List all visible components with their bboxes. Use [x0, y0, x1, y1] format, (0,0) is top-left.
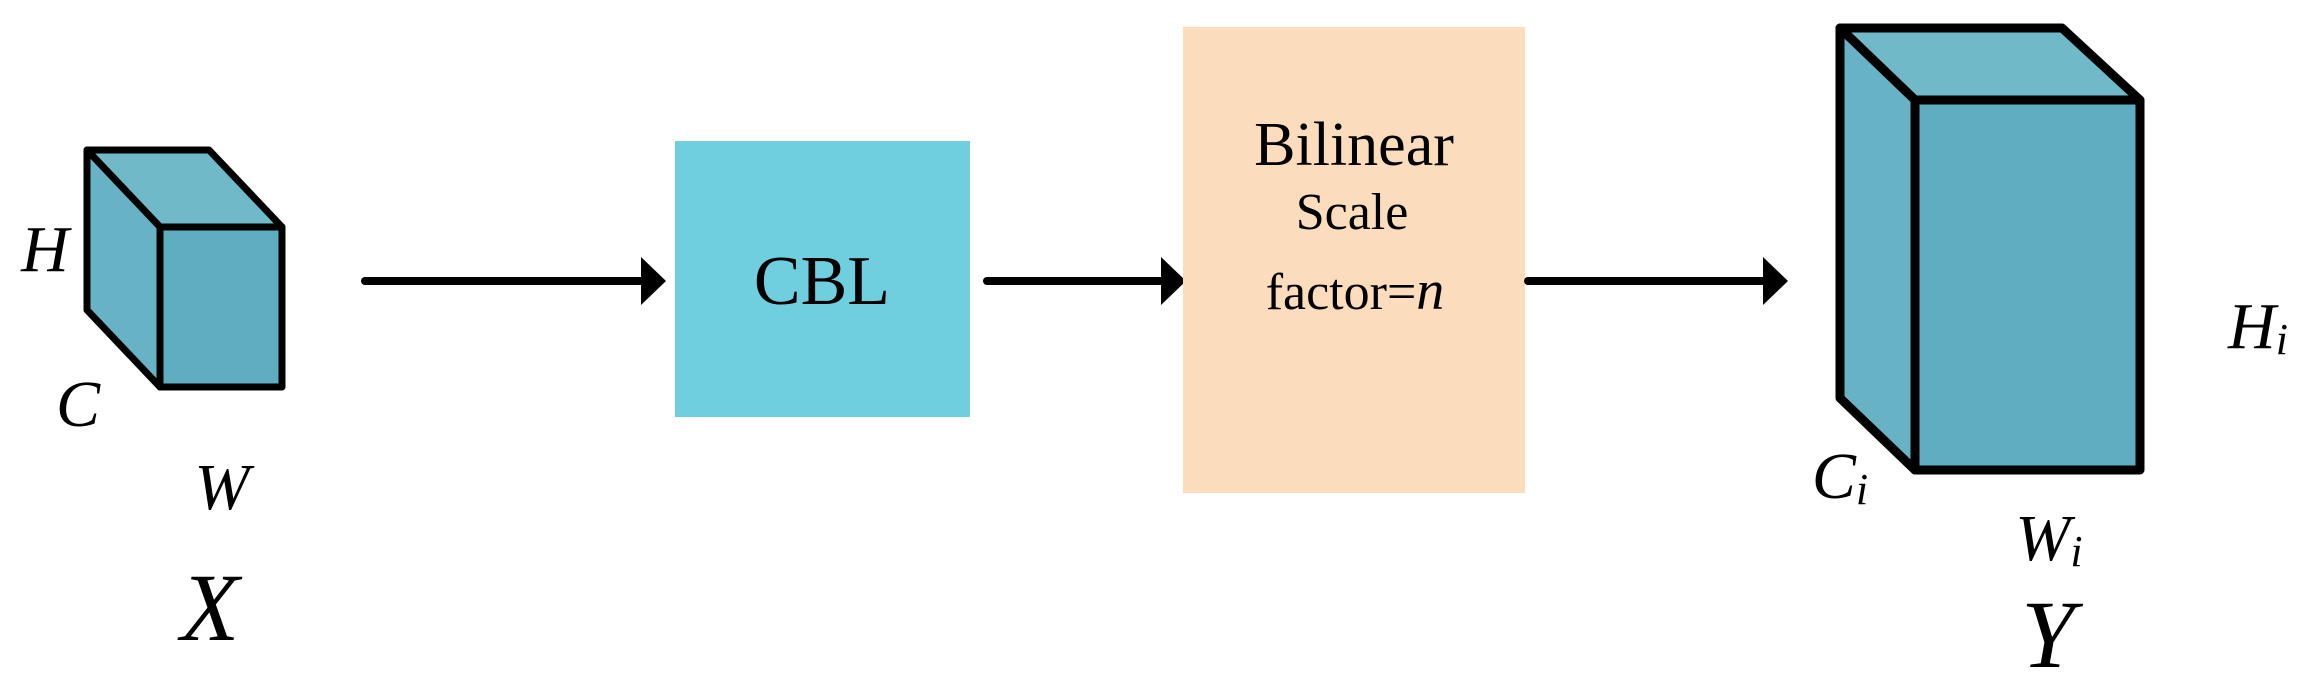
input-height-label: H [20, 213, 72, 286]
output-tensor-name: Y [2021, 581, 2083, 673]
bilinear-factor-label: factor=n [1266, 260, 1445, 322]
arrow-head [1161, 257, 1186, 305]
arrow-bilinear-to-output [1524, 257, 1788, 305]
bilinear-box [1183, 27, 1525, 493]
bilinear-factor-prefix: factor= [1266, 264, 1417, 321]
bilinear-factor-value: n [1416, 260, 1444, 322]
output-width-label: Wi [2015, 502, 2082, 576]
arrow-input-to-cbl [361, 257, 666, 305]
bilinear-block: Bilinear Scale factor=n [1183, 27, 1525, 493]
bilinear-subtitle: Scale [1296, 184, 1409, 241]
output-channel-main: C [1812, 440, 1857, 513]
cbl-block: CBL [675, 141, 970, 417]
cbl-label: CBL [754, 243, 890, 320]
input-tensor [83, 146, 286, 391]
output-tensor-left-face [1835, 23, 1920, 475]
input-tensor-name: X [177, 554, 243, 661]
output-height-subscript: i [2276, 315, 2288, 364]
output-width-subscript: i [2070, 527, 2082, 576]
output-tensor-front-face [1910, 95, 2145, 475]
output-channel-subscript: i [1856, 465, 1868, 514]
output-height-main: H [2227, 290, 2279, 363]
input-tensor-front-face [156, 223, 286, 391]
input-width-label: W [195, 451, 255, 524]
arrow-cbl-to-bilinear [983, 257, 1186, 305]
output-channel-label: Ci [1812, 440, 1868, 514]
output-tensor [1835, 23, 2145, 475]
input-channel-label: C [56, 368, 101, 441]
arrow-head [1763, 257, 1788, 305]
bilinear-title: Bilinear [1254, 111, 1454, 179]
output-width-main: W [2015, 502, 2075, 575]
cbl-box [675, 141, 970, 417]
arrow-head [641, 257, 666, 305]
output-height-label: Hi [2227, 290, 2288, 364]
